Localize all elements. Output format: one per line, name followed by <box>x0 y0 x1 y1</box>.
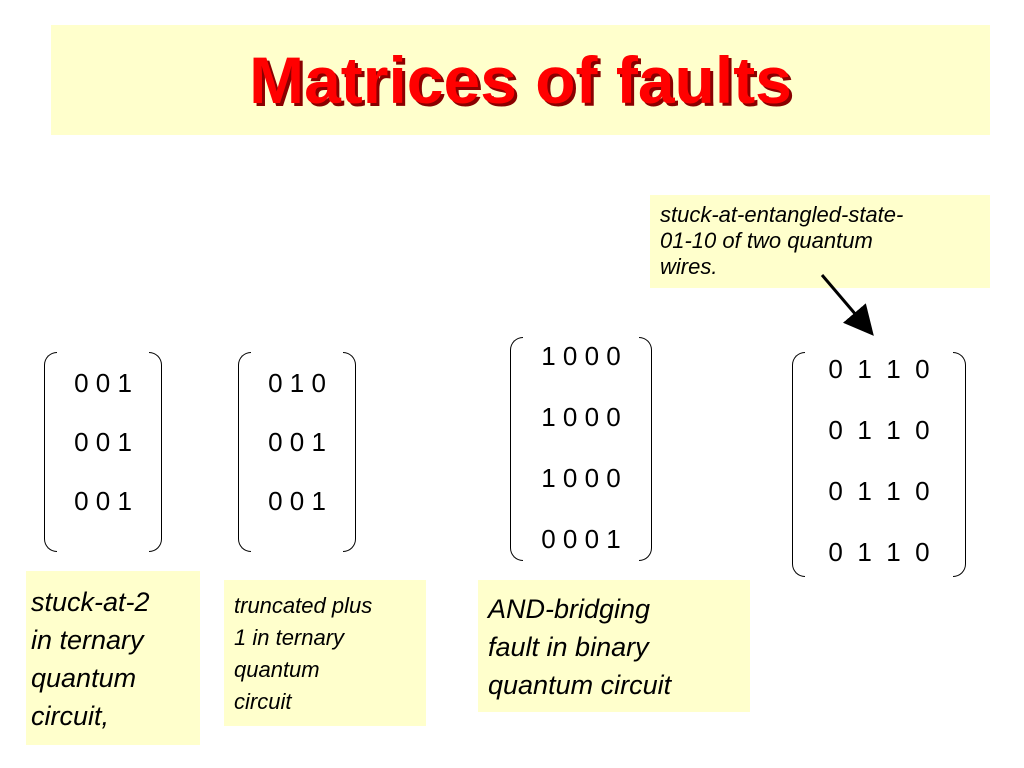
matrix-row: 0 0 1 <box>74 486 132 516</box>
matrix-row: 1 0 0 0 <box>541 341 621 371</box>
label-and-bridging: AND-bridging fault in binary quantum cir… <box>478 580 750 712</box>
matrix-row: 1 0 0 0 <box>541 463 621 493</box>
matrix-row: 0 0 1 <box>74 427 132 457</box>
label-line: quantum <box>31 663 137 693</box>
matrix-row: 0 1 1 0 <box>828 415 930 445</box>
matrix-row: 0 0 1 <box>268 486 326 516</box>
title-box: Matrices of faults <box>51 25 990 135</box>
label-line: fault in binary <box>488 632 649 662</box>
label-line: 01-10 of two quantum <box>660 228 873 253</box>
label-line: circuit, <box>31 701 110 731</box>
label-truncated-plus-1: truncated plus 1 in ternary quantum circ… <box>224 580 426 726</box>
fault-matrix-truncated-plus-1: 0 1 0 0 0 1 0 0 1 <box>238 352 356 552</box>
label-line: stuck-at-entangled-state- <box>660 202 904 227</box>
matrix-row: 0 1 1 0 <box>828 537 930 567</box>
label-line: wires. <box>660 254 718 279</box>
label-line: quantum circuit <box>488 670 672 700</box>
matrix-row: 0 0 0 1 <box>541 524 621 554</box>
label-line: 1 in ternary <box>234 625 345 650</box>
label-stuck-at-2: stuck-at-2 in ternary quantum circuit, <box>26 571 200 745</box>
fault-matrix-entangled-state: 0 1 1 0 0 1 1 0 0 1 1 0 0 1 1 0 <box>792 352 966 577</box>
fault-matrix-stuck-at-2: 0 0 1 0 0 1 0 0 1 <box>44 352 162 552</box>
label-line: truncated plus <box>234 593 373 618</box>
label-entangled-state: stuck-at-entangled-state- 01-10 of two q… <box>650 195 990 288</box>
matrix-row: 0 0 1 <box>74 368 132 398</box>
slide-title: Matrices of faults <box>249 43 792 117</box>
label-line: stuck-at-2 <box>31 587 150 617</box>
fault-matrix-and-bridging: 1 0 0 0 1 0 0 0 1 0 0 0 0 0 0 1 <box>510 337 652 561</box>
matrix-row: 0 1 1 0 <box>828 476 930 506</box>
matrix-row: 0 1 0 <box>268 368 326 398</box>
matrix-row: 0 1 1 0 <box>828 354 930 384</box>
label-line: AND-bridging <box>488 594 651 624</box>
matrix-row: 1 0 0 0 <box>541 402 621 432</box>
label-line: in ternary <box>31 625 144 655</box>
matrix-row: 0 0 1 <box>268 427 326 457</box>
label-line: quantum <box>234 657 320 682</box>
label-line: circuit <box>234 689 292 714</box>
